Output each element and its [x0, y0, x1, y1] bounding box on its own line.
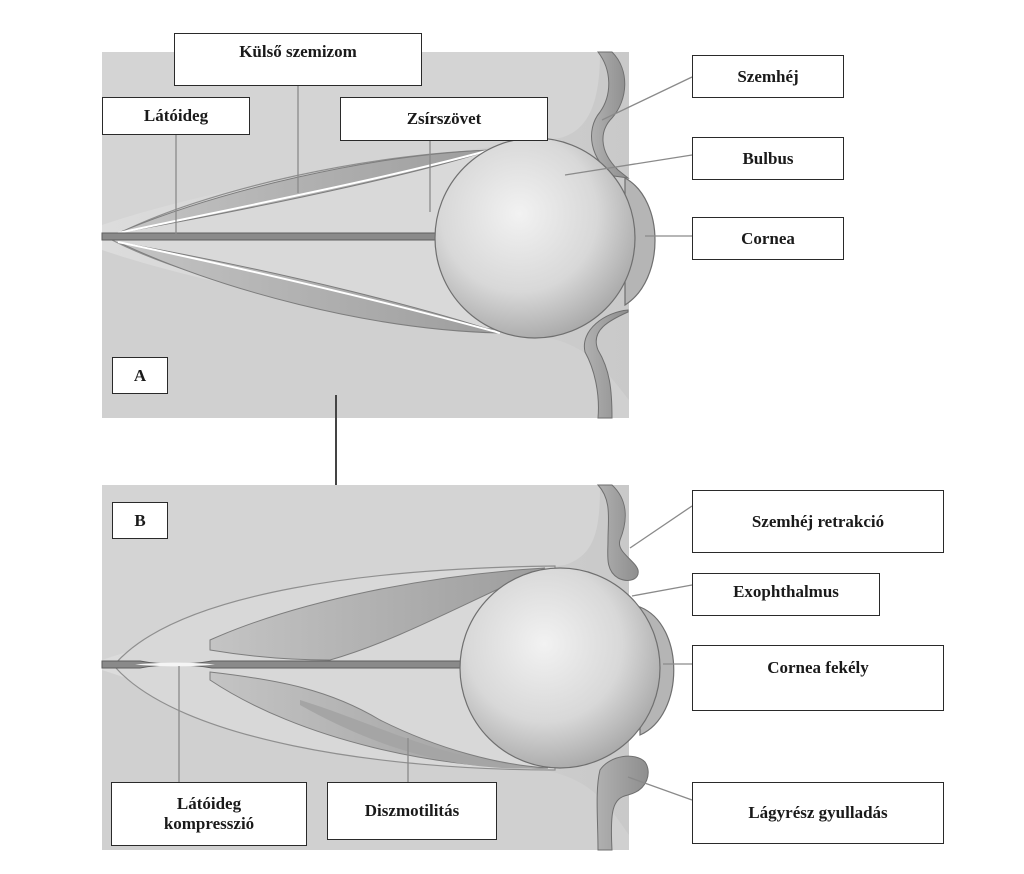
- lower-muscle-b: [209, 671, 549, 769]
- upper-eyelid-b: [596, 484, 639, 581]
- label-szemhej-retrakcio: Szemhéj retrakció: [692, 490, 944, 553]
- label-latoideg: Látóideg: [102, 97, 250, 135]
- globe-b: [459, 567, 661, 769]
- leader-exophthalmus: [631, 584, 693, 597]
- lower-muscle-tendon-a: [117, 241, 501, 334]
- upper-muscle-tendon-a: [117, 149, 491, 234]
- panel-b: [101, 484, 693, 851]
- leader-bulbus: [564, 154, 693, 176]
- lower-muscle-shadow-b: [300, 700, 540, 769]
- label-diszmotilitas: Diszmotilitás: [327, 782, 497, 840]
- label-szemhej: Szemhéj: [692, 55, 844, 98]
- leader-szemhej-retrakcio: [629, 505, 693, 549]
- label-cornea-fekely: Cornea fekély: [692, 645, 944, 711]
- panel-tag-a: A: [112, 357, 168, 394]
- label-exophthalmus: Exophthalmus: [692, 573, 880, 616]
- lower-eyelid-a: [583, 309, 629, 419]
- globe-a: [434, 137, 636, 339]
- label-kulso-szemizom: Külső szemizom: [174, 33, 422, 86]
- panel-tag-b: B: [112, 502, 168, 539]
- cornea-a: [624, 176, 656, 307]
- label-lagyresz-gyulladas: Lágyrész gyulladás: [692, 782, 944, 844]
- orbit-wall-lower-a: [102, 250, 629, 418]
- label-cornea: Cornea: [692, 217, 844, 260]
- label-bulbus: Bulbus: [692, 137, 844, 180]
- label-zsirszovet: Zsírszövet: [340, 97, 548, 141]
- optic-nerve-a: [101, 232, 443, 241]
- leader-szemhej: [601, 76, 693, 121]
- optic-nerve-highlight-b: [135, 662, 215, 667]
- label-latoideg-kompresszio: Látóideg kompresszió: [111, 782, 307, 846]
- upper-muscle-b: [209, 567, 546, 661]
- leader-lagyresz-gyulladas: [627, 776, 693, 801]
